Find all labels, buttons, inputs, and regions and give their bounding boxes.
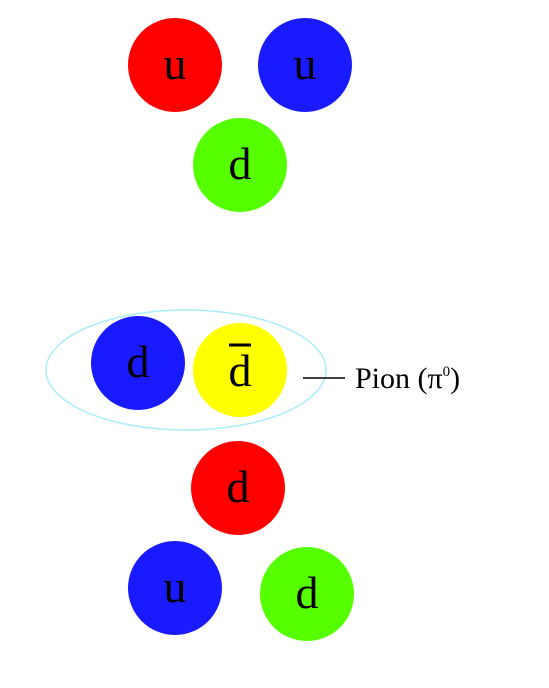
- antiquark-label: d: [229, 345, 252, 396]
- quark-label: d: [227, 461, 250, 512]
- pion-label-close: ): [450, 362, 460, 395]
- quark-label: u: [294, 38, 317, 89]
- quark-label: d: [229, 138, 252, 189]
- bottom-quark-group: d d Pion (π0) d u d: [45, 309, 460, 641]
- pion-label-superscript: 0: [443, 364, 451, 380]
- quark-circle-red-d: [191, 441, 285, 535]
- quark-label: d: [127, 336, 150, 387]
- quark-label: u: [164, 38, 187, 89]
- pion-label-text: Pion (π: [355, 362, 443, 395]
- quark-circle-blue-u: [128, 541, 222, 635]
- quark-label: u: [164, 561, 187, 612]
- pion-ellipse: [45, 309, 327, 431]
- antiquark-circle-yellow-dbar: [193, 323, 287, 417]
- quark-circle-blue-d: [91, 316, 185, 410]
- quark-circle-red-u: [128, 18, 222, 112]
- pion-label: Pion (π0): [355, 362, 460, 395]
- quark-circle-green-d: [193, 118, 287, 212]
- quark-label: d: [296, 567, 319, 618]
- quark-circle-blue-u: [258, 18, 352, 112]
- quark-circle-green-d: [260, 547, 354, 641]
- top-quark-group: u u d: [128, 18, 352, 212]
